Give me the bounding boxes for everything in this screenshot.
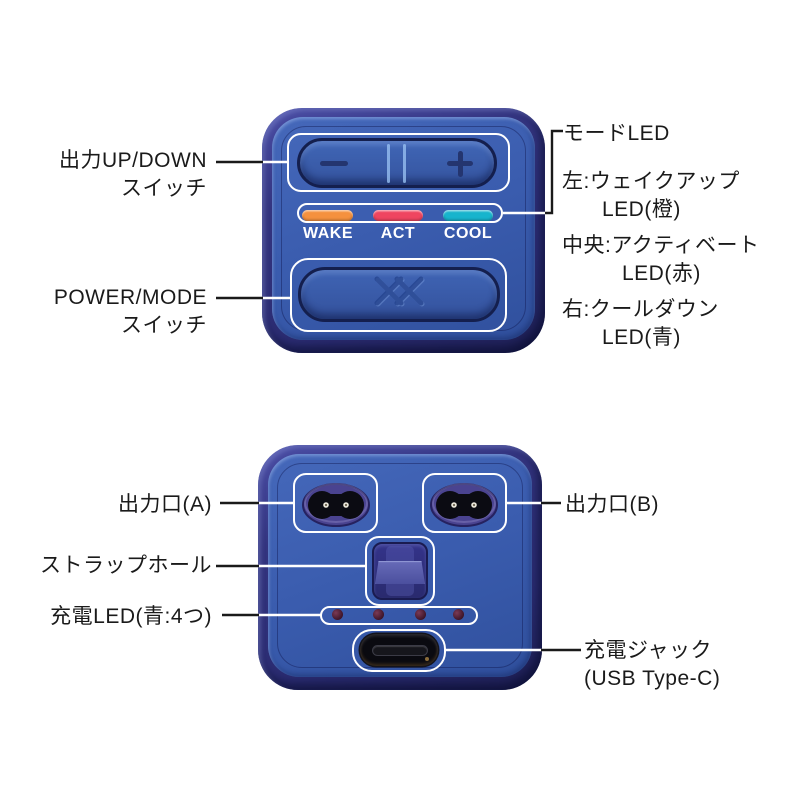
- usb-type-c-slot: [372, 645, 428, 656]
- callout-text: スイッチ: [121, 314, 207, 337]
- callout-text: 出力口(B): [565, 493, 659, 516]
- device-top-view: WAKE ACT COOL: [262, 108, 545, 353]
- callout-text: ストラップホール: [40, 554, 212, 577]
- callout-text: 充電ジャック: [584, 639, 712, 662]
- charge-led-3: [414, 608, 426, 620]
- brand-logo-emboss: [374, 276, 425, 307]
- power-mode-switch: [298, 267, 500, 322]
- plus-icon: [457, 150, 463, 177]
- callout-text: モードLED: [563, 122, 670, 145]
- output-port-b: [430, 483, 498, 527]
- device-bottom-view: [258, 445, 542, 690]
- charge-led-2: [372, 608, 384, 620]
- act-led: [373, 210, 423, 221]
- callout-text: LED(青): [602, 326, 681, 349]
- wake-led-label: WAKE: [303, 225, 353, 242]
- power-switch-outline: [290, 258, 507, 332]
- switch-divider: [387, 144, 390, 183]
- cool-led: [443, 210, 493, 221]
- callout-mode-led: モードLED: [563, 120, 670, 148]
- callout-power-mode-switch: POWER/MODE スイッチ: [54, 284, 207, 340]
- callout-text: LED(橙): [602, 198, 681, 221]
- callout-text: POWER/MODE: [53, 286, 207, 309]
- cool-led-label: COOL: [443, 225, 493, 242]
- mode-led-outline: [297, 203, 503, 223]
- output-port-a: [302, 483, 370, 527]
- callout-output-port-b: 出力口(B): [565, 491, 659, 519]
- usb-jack-outline: [352, 629, 446, 672]
- callout-text: 中央:アクティベート: [562, 234, 760, 257]
- callout-text: (USB Type-C): [584, 667, 721, 690]
- charge-led-outline: [320, 606, 478, 625]
- callout-text: LED(赤): [622, 262, 701, 285]
- callout-act-led: 中央:アクティベート LED(赤): [562, 232, 760, 288]
- callout-charge-jack: 充電ジャック (USB Type-C): [584, 637, 720, 693]
- minus-icon: [320, 161, 348, 166]
- switch-divider: [403, 144, 406, 183]
- strap-hole-outline: [365, 536, 435, 606]
- callout-text: 左:ウェイクアップ: [562, 170, 740, 193]
- callout-text: 右:クールダウン: [562, 298, 719, 321]
- callout-cool-led: 右:クールダウン LED(青): [562, 296, 719, 352]
- wake-led: [302, 210, 353, 221]
- charge-led-1: [331, 608, 343, 620]
- callout-text: 充電LED(青:4つ): [50, 605, 212, 628]
- callout-text: スイッチ: [121, 177, 207, 200]
- callout-strap-hole: ストラップホール: [40, 552, 212, 580]
- callout-text: 出力口(A): [118, 493, 212, 516]
- strap-hole-band: [375, 561, 425, 584]
- callout-updown-switch: 出力UP/DOWN スイッチ: [59, 147, 207, 203]
- act-led-label: ACT: [380, 225, 416, 242]
- callout-wake-led: 左:ウェイクアップ LED(橙): [562, 168, 740, 224]
- callout-output-port-a: 出力口(A): [118, 491, 212, 519]
- callout-charge-led: 充電LED(青:4つ): [50, 603, 212, 631]
- charge-led-4: [452, 608, 464, 620]
- updown-switch-outline: [287, 133, 510, 192]
- usb-jack-pin-dot: [425, 657, 429, 661]
- callout-text: 出力UP/DOWN: [59, 149, 207, 172]
- mode-led-bracket-line: [545, 129, 563, 215]
